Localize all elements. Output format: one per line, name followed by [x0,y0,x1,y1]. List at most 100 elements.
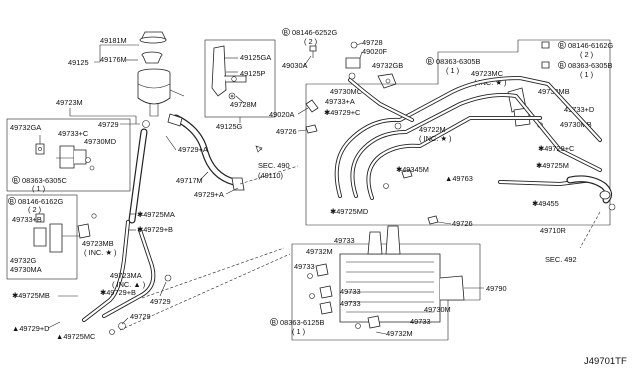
label-49125P: 49125P [240,69,266,78]
label-49717M: 49717M [176,176,203,185]
label-sec-490-ref: (49110) [258,171,283,180]
label-49729B-b: ✱49729+B [100,288,136,297]
label-08363-6305C-qty: ( 1 ) [32,184,45,193]
bolt-08363-6305C: B [12,176,20,185]
label-49125G: 49125G [216,122,243,131]
b-marker: B [284,30,288,37]
return-hose-49725M [566,175,616,211]
label-49723MC-inc: ( INC. ★ ) [474,78,507,87]
label-49710R: 49710R [540,226,566,235]
label-49733-2: 49733 [294,262,315,271]
label-49723M: 49723M [56,98,83,107]
label-49732M-bottom: 49732M [386,329,413,338]
label-49729-mid: 49729 [150,297,171,306]
label-49729A-b: 49729+A [194,190,224,199]
clip-49726-top [297,124,318,134]
label-49733-1: 49733 [334,236,355,245]
label-49728: 49728 [362,38,383,47]
label-49730MB: 49730MB [560,120,592,129]
union-49728 [345,41,363,69]
bolt-08146-6162G-left: B [8,197,16,206]
feed-pipe-49723M [82,120,172,335]
label-49725MB: ✱49725MB [12,291,50,300]
right-group-outline [305,39,611,226]
label-08146-6162G-left-qty: ( 2 ) [28,205,41,214]
label-08146-6162G-top: 08146-6162G [568,41,613,50]
label-08363-6125B: 08363-6125B [280,318,324,327]
label-49728M: 49728M [230,100,257,109]
b-marker: B [272,320,276,327]
center-fittings [348,72,439,225]
label-08363-6125B-qty: ( 1 ) [292,327,305,336]
bolt-08146-6252G: B [282,28,290,37]
reservoir-callouts [94,44,139,63]
label-49455: ✱49455 [532,199,559,208]
label-49733D-top: 49733+D [564,105,594,114]
label-49723MA: 49723MA [110,271,142,280]
label-08363-6305C: 08363-6305C [22,176,67,185]
label-49723MA-inc: ( INC. ▲ ) [112,280,145,289]
bolt-08146-6162G-top: B [541,41,566,50]
fitting-49020A [297,99,319,115]
label-49733B: 49733+B [12,215,42,224]
bracket-49732G-box [6,194,78,280]
reservoir-bracket [211,45,247,104]
label-49181M: 49181M [100,36,127,45]
label-49729C-right: ✱49729+C [538,144,575,153]
label-49125GA: 49125GA [240,53,271,62]
label-49729-top: 49729 [98,120,119,129]
reservoir-tank [137,31,185,117]
bracket-49732GA-box [6,118,131,192]
label-49729-bottom: 49729 [130,312,151,321]
label-49732GA: 49732GA [10,123,41,132]
label-49725MC: ▲49725MC [56,332,96,341]
bolt-08363-6305B-a: B [426,57,434,66]
label-49725MA: ✱49725MA [137,210,175,219]
label-49030A: 49030A [282,61,308,70]
b-marker: B [14,178,18,185]
label-sec-490: SEC. 490 [258,161,290,170]
label-08363-6305B-a: 08363-6305B [436,57,480,66]
label-49125: 49125 [68,58,89,67]
bolt-49030A [309,45,317,58]
bracket-49732GA [35,135,95,171]
label-08146-6252G-qty: ( 2 ) [304,37,317,46]
label-08146-6162G-left: 08146-6162G [18,197,63,206]
b-marker: B [10,199,14,206]
label-08363-6305B-a-qty: ( 1 ) [446,66,459,75]
label-49733C: 49733+C [58,129,89,138]
label-49020A: 49020A [269,110,295,119]
label-49733-5: 49733 [410,317,431,326]
label-49723MB: 49723MB [82,239,114,248]
oil-cooler-49790 [339,225,465,323]
label-08146-6252G: 08146-6252G [292,28,337,37]
label-49732G: 49732G [10,256,37,265]
label-49733-4: 49733 [340,299,361,308]
label-49733A: 49733+A [325,97,355,106]
label-49729A-a: 49729+A [178,145,208,154]
suction-hose-49717M [167,113,245,191]
bolt-08363-6305B-b: B [541,61,566,70]
label-49732M-top: 49732M [306,247,333,256]
label-49726-mid: 49726 [452,219,473,228]
label-49723MB-inc: ( INC. ★ ) [84,248,117,257]
b-marker: B [560,63,564,70]
label-49723MC: 49723MC [471,69,504,78]
label-08146-6162G-top-qty: ( 2 ) [580,50,593,59]
label-49763: ▲49763 [445,174,473,183]
label-49726-top: 49726 [276,127,297,136]
label-49020F: 49020F [362,47,388,56]
label-08363-6305B-b: 08363-6305B [568,61,612,70]
label-49725MD: ✱49725MD [330,207,368,216]
b-marker: B [428,59,432,66]
label-08363-6305B-b-qty: ( 1 ) [580,70,593,79]
label-49730MC: 49730MC [330,87,363,96]
label-sec-492: SEC. 492 [545,255,577,264]
label-49722M: 49722M [419,125,446,134]
bolt-08363-6125B: B [270,318,278,327]
clamp-49732GB [377,73,397,89]
bracket-49732G [33,213,97,253]
cooler-clamps [307,263,381,329]
label-49722M-inc: ( INC. ★ ) [419,134,452,143]
